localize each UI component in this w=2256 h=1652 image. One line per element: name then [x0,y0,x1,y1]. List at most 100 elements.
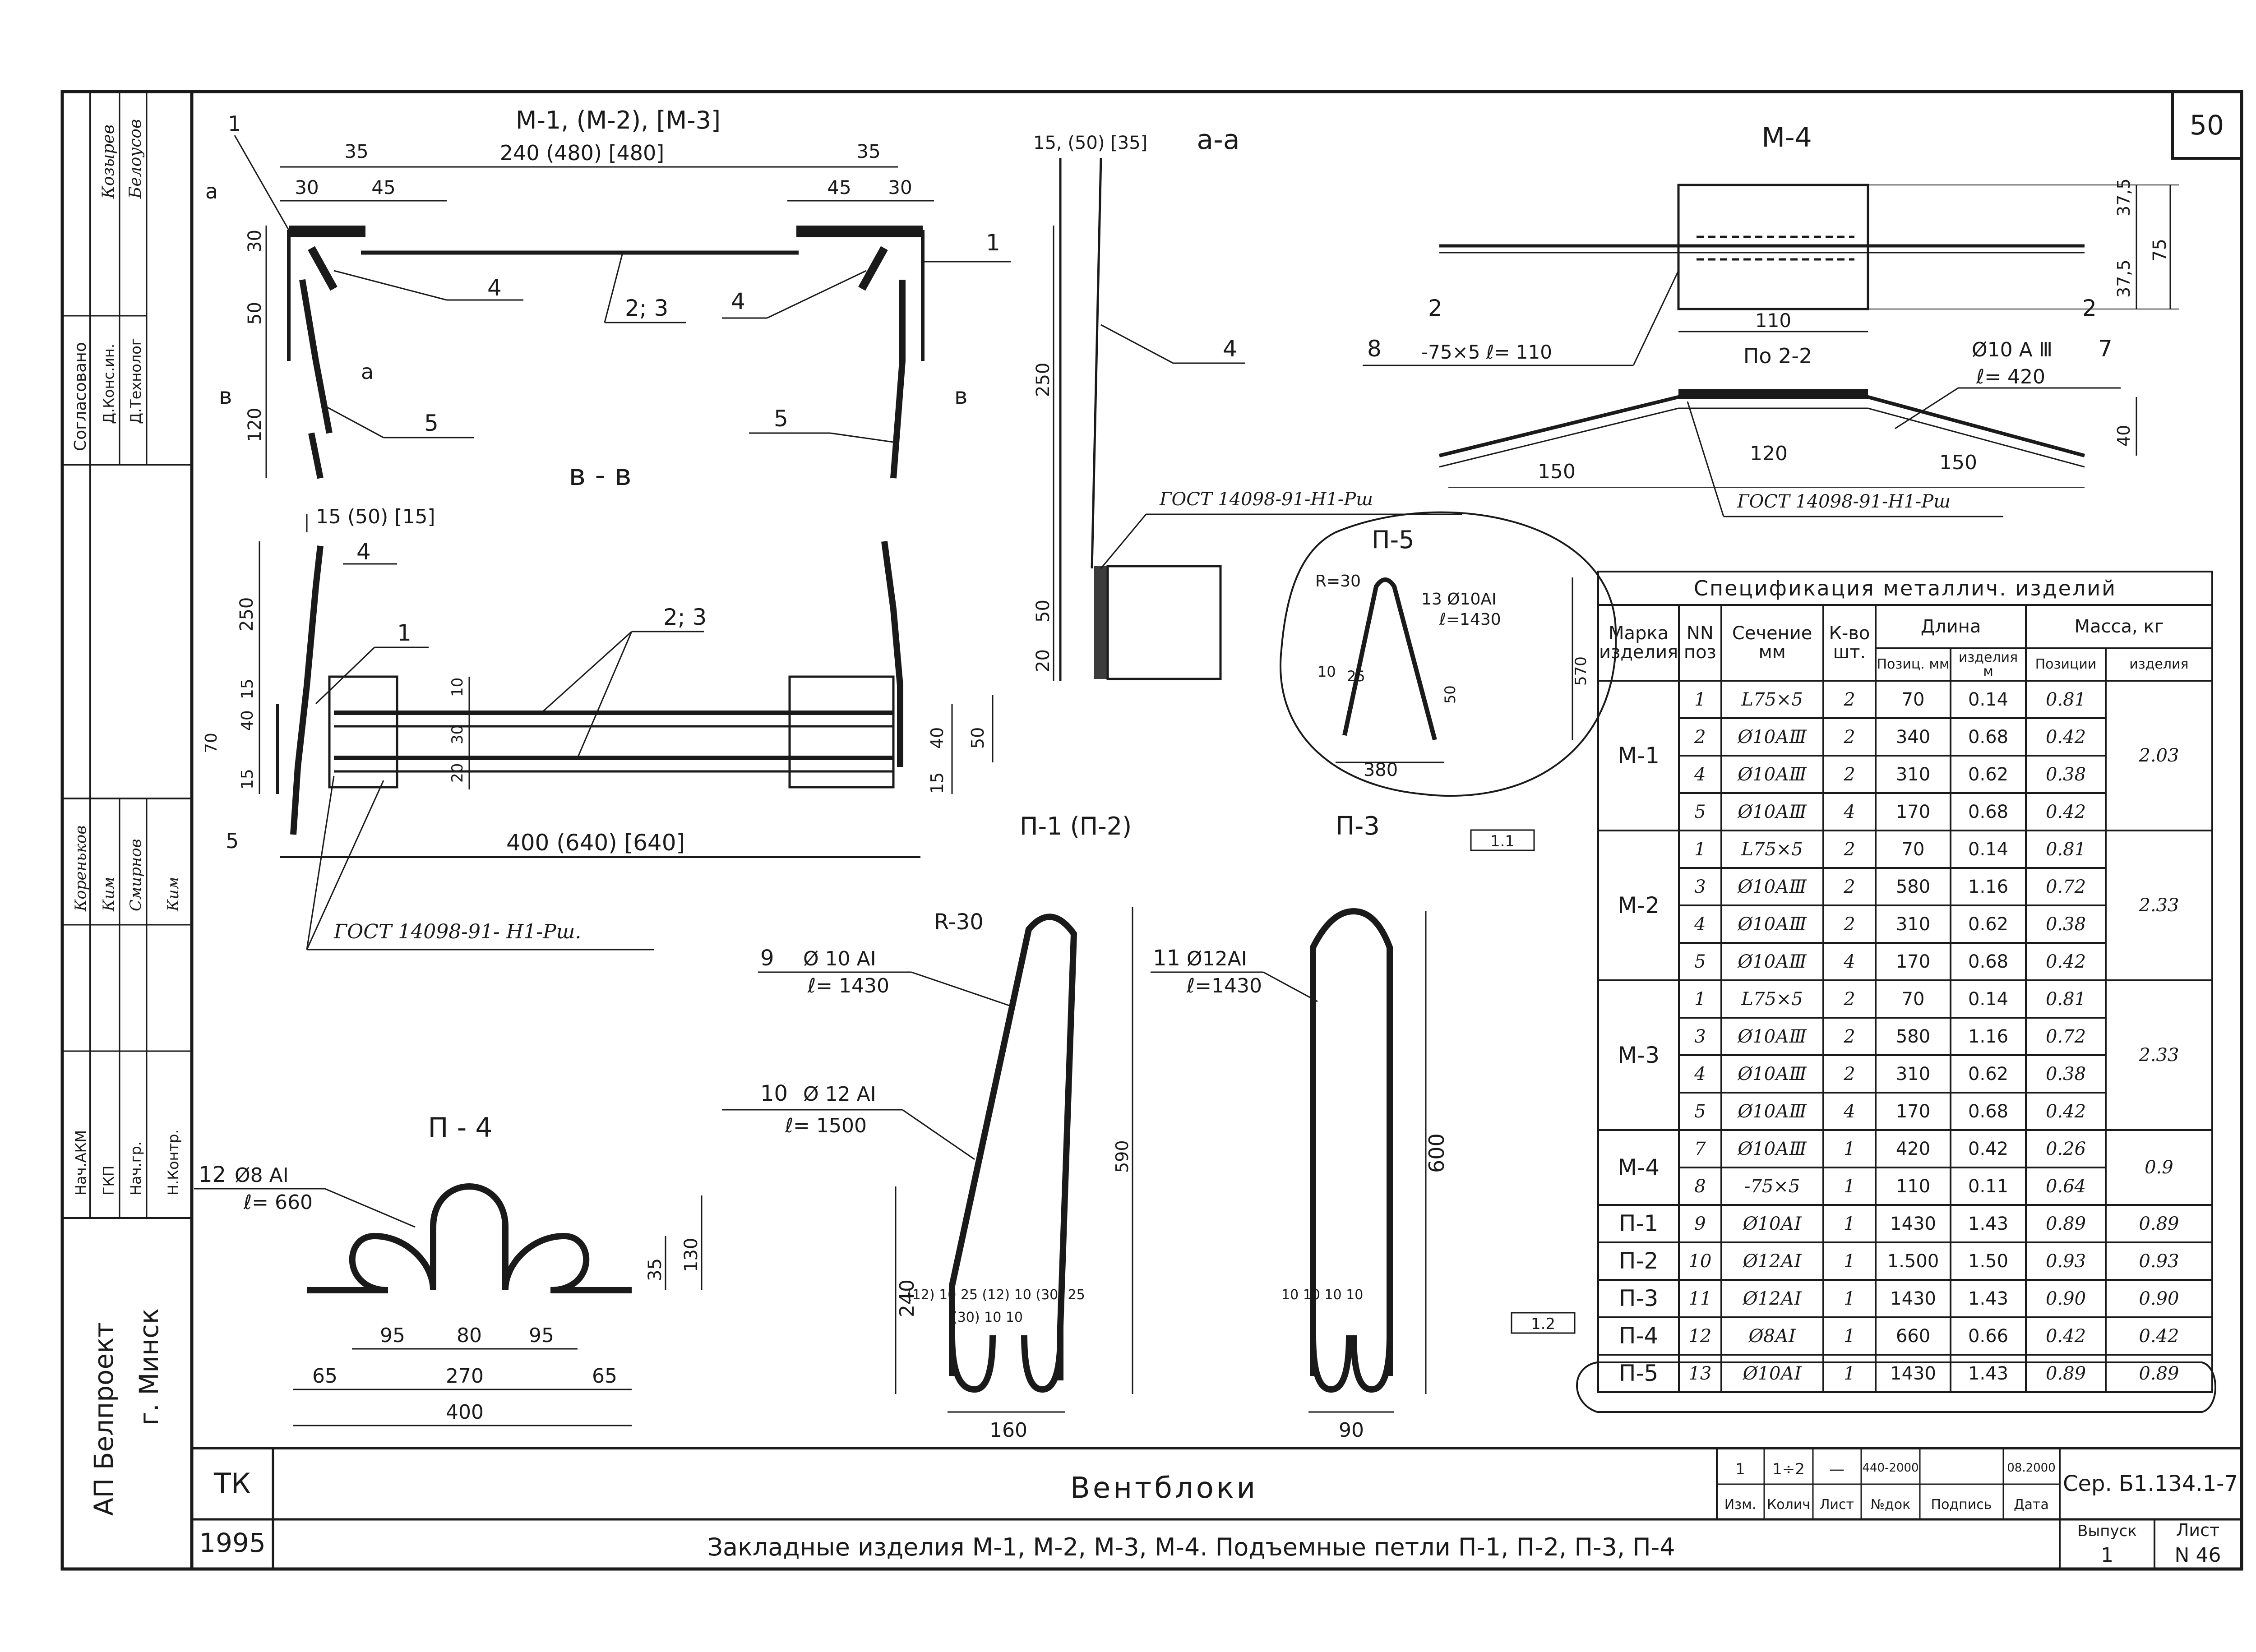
section-a-left: а [205,179,218,203]
title-issue: 1 [2101,1544,2113,1567]
spec-qty: 2 [1822,717,1877,757]
spec-total: 2.33 [2104,830,2214,981]
p5-dim-570: 570 [1572,656,1590,686]
m4-dim-150a: 150 [1538,460,1576,483]
p3-pos-11-spec: Ø12АⅠ [1187,947,1247,970]
spec-note-box [1511,1312,1576,1334]
sidebar-name-3: Смирнов [127,839,145,911]
rev-val-date: 08.2000 [2007,1461,2056,1475]
spec-total: 0.89 [2104,1354,2214,1393]
spec-mark: М-3 [1597,979,1680,1131]
p1-dim-160: 160 [989,1419,1027,1442]
dim-45-right: 45 [827,176,851,198]
sidebar-name-4: Ким [164,877,182,912]
spec-qty: 2 [1822,904,1877,944]
hdr-pos: NN поз [1678,604,1722,682]
plan-dim-70: 70 [202,733,221,753]
spec-pos: 8 [1678,1167,1722,1206]
rev-hdr-date: Дата [2014,1497,2049,1513]
hdr-mass: Масса, кг [2025,604,2213,649]
p1-dim-240: 240 [896,1279,919,1317]
hdr-mass-pos: Позиции [2025,647,2107,682]
p1-pos-9: 9 [760,946,774,971]
spec-total: 2.03 [2104,680,2214,831]
p4-pos-12: 12 [199,1162,226,1187]
view-m1-title: М-1, (М-2), [М-3] [516,106,721,134]
title-year: 1995 [199,1527,266,1558]
spec-len-mm: 580 [1875,1017,1951,1056]
aa-dim-250: 250 [1033,363,1054,397]
spec-caption: Спецификация металлич. изделий [1597,571,2213,606]
m4-pos-7-len: ℓ= 420 [1976,365,2045,388]
p1-sub-dims2: (30) 10 10 [952,1310,1023,1325]
spec-pos: 3 [1678,867,1722,906]
spec-mass: 0.38 [2025,755,2107,794]
m4-sec-2-right: 2 [2082,295,2097,321]
spec-len-mm: 70 [1875,979,1951,1019]
spec-len-m: 1.43 [1949,1354,2027,1393]
rev-hdr-doc: №док [1871,1497,1910,1513]
spec-section: Ø10АⅢ [1720,904,1824,944]
spec-qty: 1 [1822,1354,1877,1393]
spec-qty: 1 [1822,1167,1877,1206]
plan-pos-5: 5 [226,829,239,853]
title-sheet: N 46 [2175,1544,2221,1567]
p1-sub-dims: (12) 10 25 (12) 10 (30) 25 [907,1287,1085,1303]
spec-total: 0.93 [2104,1241,2214,1281]
m4-pos-7: 7 [2098,336,2113,362]
spec-pos: 5 [1678,792,1722,831]
spec-len-mm: 580 [1875,867,1951,906]
spec-total: 0.90 [2104,1279,2214,1318]
spec-pos: 9 [1678,1204,1722,1243]
hdr-qty: К-во шт. [1822,604,1877,682]
sidebar-approval-2: Д.Технолог [127,338,144,424]
title-sheet-label: Лист [2176,1520,2219,1540]
p4-title: П - 4 [428,1112,492,1144]
dim-50-v: 50 [245,302,265,325]
spec-len-mm: 660 [1875,1316,1951,1356]
title-tk: ТК [213,1467,251,1500]
spec-len-mm: 1430 [1875,1354,1951,1393]
aa-gost: ГОСТ 14098-91-Н1-Рш [1159,489,1373,510]
dim-15-50-15: 15 (50) [15] [316,505,435,528]
view-m1-section: М-1, (М-2), [М-3] 240 (480) [480] 35 30 … [205,106,1011,492]
plan-dim-15r: 15 [927,772,947,794]
m4-dim-120: 120 [1750,442,1788,465]
m4-gost: ГОСТ 14098-91-Н1-Рш [1737,491,1951,512]
p4-dim-65b: 65 [592,1365,617,1388]
p1-pos-9-spec: Ø 10 АⅠ [803,947,876,970]
spec-qty: 2 [1822,1054,1877,1094]
sidebar-agreed: Согласовано [71,342,90,451]
spec-total: 0.9 [2104,1129,2214,1206]
m4-section-label: По 2-2 [1743,344,1812,368]
dim-30-left: 30 [295,176,319,198]
spec-section: Ø10АⅠ [1720,1354,1824,1393]
p4-dim-35: 35 [645,1258,666,1281]
plan-dim-50r: 50 [968,727,988,749]
spec-len-m: 0.68 [1949,942,2027,981]
aa-dim-top: 15, (50) [35] [1033,133,1147,153]
pos-5-b: 5 [774,406,788,432]
m4-pos-8: 8 [1367,336,1382,362]
plan-dim-15a: 15 [238,678,257,699]
spec-qty: 1 [1822,1241,1877,1281]
p3-dim-600: 600 [1424,1133,1449,1173]
spec-mass: 0.42 [2025,792,2107,831]
sidebar-name-1: Кореньков [72,826,90,912]
p1-pos-9-len: ℓ= 1430 [807,974,889,997]
rev-val-kol: 1÷2 [1772,1460,1805,1478]
spec-len-m: 1.16 [1949,1017,2027,1056]
dim-240-480: 240 (480) [480] [500,141,664,165]
spec-len-mm: 420 [1875,1129,1951,1168]
plan-dim-20: 20 [448,763,467,783]
view-p4: П - 4 12 Ø8 АⅠ ℓ= 660 35 130 95 80 95 65… [194,1112,703,1426]
p1-r: R-30 [934,909,984,935]
spec-section: L75×5 [1720,979,1824,1019]
spec-pos: 1 [1678,830,1722,869]
